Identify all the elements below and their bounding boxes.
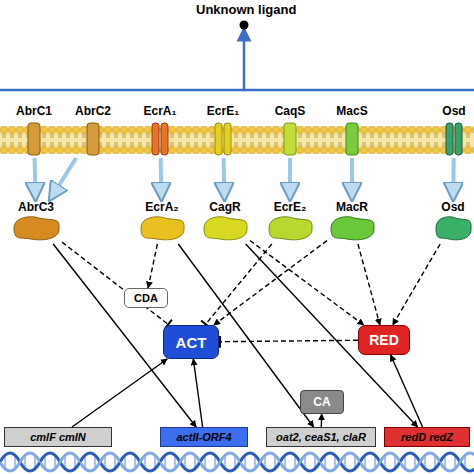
- sensor-kinase: CaqS: [270, 104, 310, 158]
- box-label: actII-ORF4: [176, 432, 231, 443]
- response-regulator: AbrC3: [10, 200, 62, 244]
- regulation-arrow: [214, 241, 327, 325]
- sensor-kinase: AbrC2: [73, 104, 113, 158]
- protein-label: EcrE₂: [265, 200, 315, 215]
- signal-line: [0, 89, 474, 92]
- process-box: CA: [300, 390, 344, 414]
- box-label: CDA: [134, 293, 158, 304]
- sensor-kinase: AbrC1: [14, 104, 54, 158]
- response-regulator: CagR: [200, 200, 250, 244]
- process-box: ACT: [163, 325, 219, 359]
- protein-label: AbrC3: [10, 200, 62, 215]
- kinase-shape: [270, 119, 310, 157]
- response-regulator: Osd: [432, 200, 474, 244]
- regulation-arrow: [358, 244, 380, 325]
- dna-helix: [0, 450, 474, 474]
- kinase-shape: [140, 119, 180, 157]
- regulator-shape: [200, 215, 250, 243]
- process-box: CDA: [124, 288, 168, 308]
- sensor-kinase: Osd: [435, 104, 473, 158]
- regulation-arrow: [205, 244, 272, 325]
- protein-label: EcrA₂: [137, 200, 187, 215]
- sensor-kinase: EcrE₁: [203, 104, 243, 158]
- protein-label: AbrC2: [73, 104, 113, 119]
- phosphorylation-arrow: [50, 158, 76, 200]
- process-box: oat2, ceaS1, claR: [266, 427, 376, 447]
- regulation-arrow: [321, 414, 323, 427]
- protein-label: Osd: [435, 104, 473, 119]
- regulation-arrow: [393, 244, 440, 325]
- regulator-shape: [137, 215, 187, 243]
- membrane-lipids: [0, 126, 474, 154]
- phosphorylation-arrow: [350, 158, 354, 200]
- regulation-arrow: [391, 355, 423, 427]
- response-regulator: EcrE₂: [265, 200, 315, 244]
- sensor-kinase: MacS: [332, 104, 372, 158]
- regulation-arrow: [219, 340, 358, 341]
- ligand-label: Unknown ligand: [196, 2, 296, 17]
- sensor-kinase: EcrA₁: [140, 104, 180, 158]
- regulator-shape: [10, 215, 62, 243]
- membrane: [0, 126, 474, 154]
- regulation-arrow: [72, 359, 167, 427]
- regulation-arrow: [246, 244, 418, 427]
- box-label: oat2, ceaS1, claR: [276, 432, 366, 443]
- protein-label: CaqS: [270, 104, 310, 119]
- kinase-shape: [73, 119, 113, 157]
- response-regulator: EcrA₂: [137, 200, 187, 244]
- kinase-shape: [332, 119, 372, 157]
- protein-label: EcrE₁: [203, 104, 243, 119]
- box-label: cmlF cmlN: [30, 432, 86, 443]
- process-box: actII-ORF4: [160, 427, 248, 447]
- process-box: cmlF cmlN: [4, 427, 112, 447]
- phosphorylation-arrow: [288, 158, 292, 200]
- kinase-shape: [203, 119, 243, 157]
- protein-label: AbrC1: [14, 104, 54, 119]
- regulation-arrow: [250, 241, 364, 325]
- kinase-shape: [435, 119, 473, 157]
- phosphorylation-arrow: [33, 158, 38, 200]
- ligand-dot: [240, 21, 249, 30]
- regulation-arrow: [193, 359, 202, 427]
- regulation-arrow: [62, 242, 169, 325]
- process-box: RED: [358, 325, 410, 355]
- protein-label: MacR: [327, 200, 377, 215]
- protein-label: CagR: [200, 200, 250, 215]
- box-label: ACT: [176, 335, 207, 350]
- regulator-shape: [432, 215, 474, 243]
- box-label: RED: [369, 333, 399, 347]
- process-box: redD redZ: [384, 427, 470, 447]
- protein-label: MacS: [332, 104, 372, 119]
- regulator-shape: [265, 215, 315, 243]
- protein-label: Osd: [432, 200, 474, 215]
- regulator-shape: [327, 215, 377, 243]
- regulation-arrow: [148, 244, 157, 288]
- phosphorylation-arrow: [159, 158, 164, 200]
- box-label: CA: [313, 396, 330, 408]
- box-label: redD redZ: [401, 432, 453, 443]
- kinase-shape: [14, 119, 54, 157]
- protein-label: EcrA₁: [140, 104, 180, 119]
- phosphorylation-arrow: [451, 158, 455, 200]
- signal-arrow: [243, 34, 246, 90]
- phosphorylation-arrow: [222, 158, 227, 200]
- response-regulator: MacR: [327, 200, 377, 244]
